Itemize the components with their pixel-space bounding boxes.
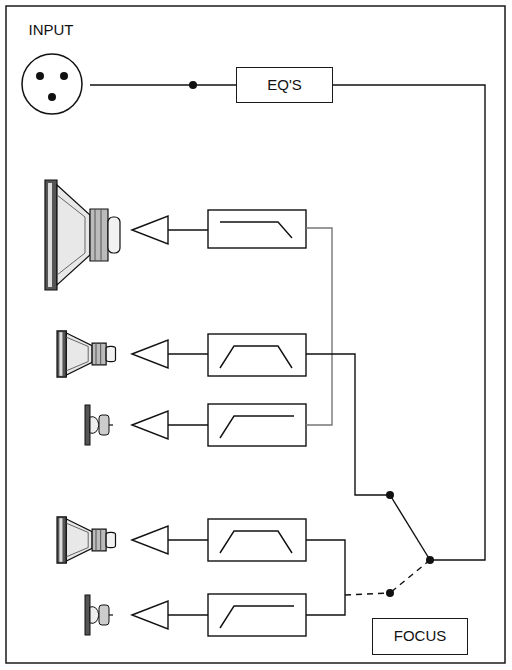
- xlr-connector-symbol: [18, 50, 84, 118]
- node-label: EQ'S: [267, 77, 302, 94]
- node-label: INPUT: [10, 22, 92, 39]
- input-connector: INPUT: [10, 18, 92, 118]
- process-box: EQ'S: [236, 67, 333, 103]
- junction-dots: [189, 81, 434, 597]
- speakers: [45, 180, 120, 635]
- signal-wire: [90, 84, 236, 85]
- process-box: FOCUS: [372, 618, 468, 655]
- frame: [6, 6, 505, 663]
- node-label: FOCUS: [394, 628, 447, 645]
- signal-wires: [306, 85, 485, 615]
- amplifiers: [132, 216, 208, 629]
- filters: [208, 210, 306, 636]
